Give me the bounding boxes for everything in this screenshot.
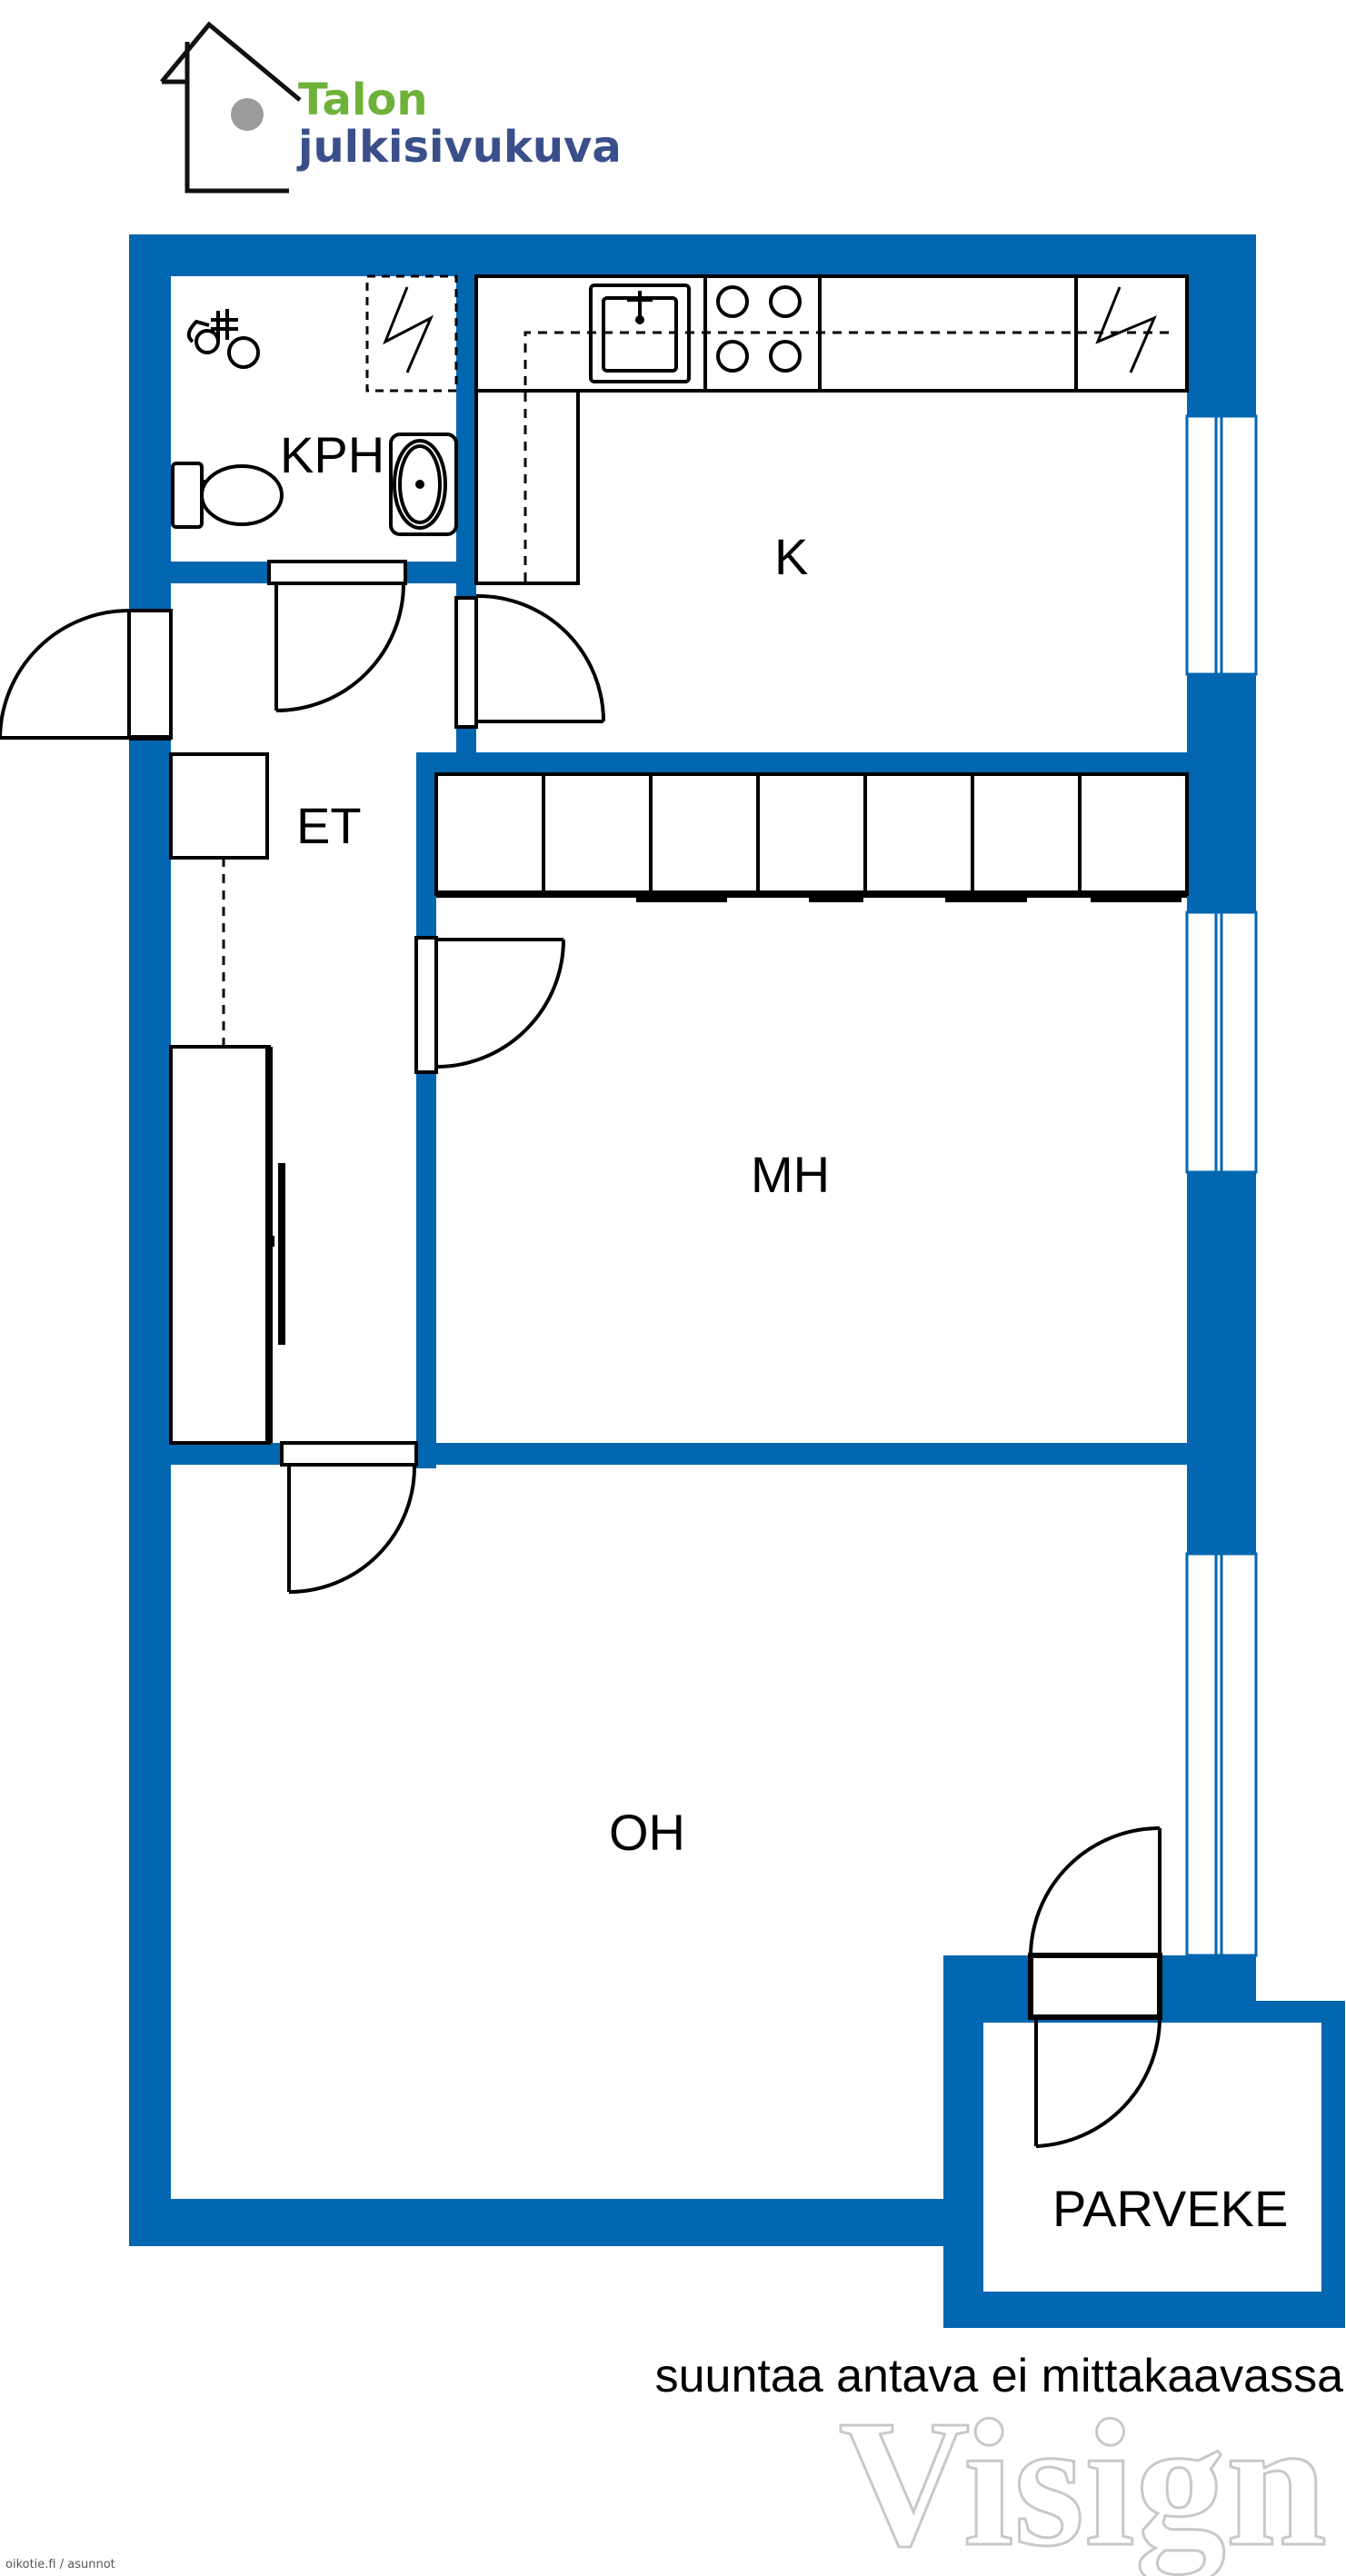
windows [1185, 414, 1258, 1957]
bedroom-door [414, 936, 565, 1074]
window-mh [1185, 910, 1258, 1174]
house-outline-icon [160, 21, 302, 194]
washbasin-icon [389, 433, 458, 536]
entrance-door [0, 609, 173, 741]
logo-line-1: Talon [298, 75, 428, 125]
room-label-mh: MH [751, 1146, 830, 1203]
room-label-kph: KPH [280, 426, 384, 483]
toilet-icon [171, 462, 284, 529]
logo: Talon julkisivukuva [160, 21, 622, 194]
hallway-fixtures [169, 752, 285, 1445]
window-kitchen [1185, 414, 1258, 676]
living-room-door [280, 1441, 418, 1594]
hallway-shelf [169, 752, 269, 860]
kitchen-counter-side [474, 389, 580, 585]
shower-area [365, 274, 458, 393]
bathroom-fixtures [171, 274, 458, 536]
logo-dot-icon [231, 98, 264, 131]
room-label-k: K [774, 528, 808, 585]
room-label-et: ET [296, 797, 362, 854]
kitchen-counter-top [474, 274, 1189, 393]
balcony-door [1028, 1826, 1162, 2148]
doors [0, 560, 1162, 2148]
room-label-oh: OH [609, 1804, 685, 1861]
watermark: Visign [839, 2383, 1327, 2576]
window-oh [1185, 1552, 1258, 1957]
scale-note: suuntaa antava ei mittakaavassa [655, 2350, 1343, 2402]
stove-icon [716, 285, 802, 373]
bathroom-door [267, 560, 407, 712]
wardrobes [434, 772, 1189, 902]
logo-line-2: julkisivukuva [296, 122, 622, 173]
electric-symbol-icon [383, 286, 434, 373]
hallway-wardrobe [169, 1045, 271, 1445]
walls [129, 234, 1345, 2328]
credit-text: oikotie.fi / asunnot [5, 2558, 115, 2571]
room-labels: KPH K ET MH OH PARVEKE [280, 426, 1288, 2237]
kitchen-door [454, 593, 605, 729]
room-label-parveke: PARVEKE [1052, 2180, 1288, 2237]
electric-symbol-icon [1095, 286, 1157, 373]
shower-icon [186, 309, 260, 369]
upper-cabinets-outline [523, 331, 1172, 582]
kitchen-fixtures [474, 274, 1189, 585]
